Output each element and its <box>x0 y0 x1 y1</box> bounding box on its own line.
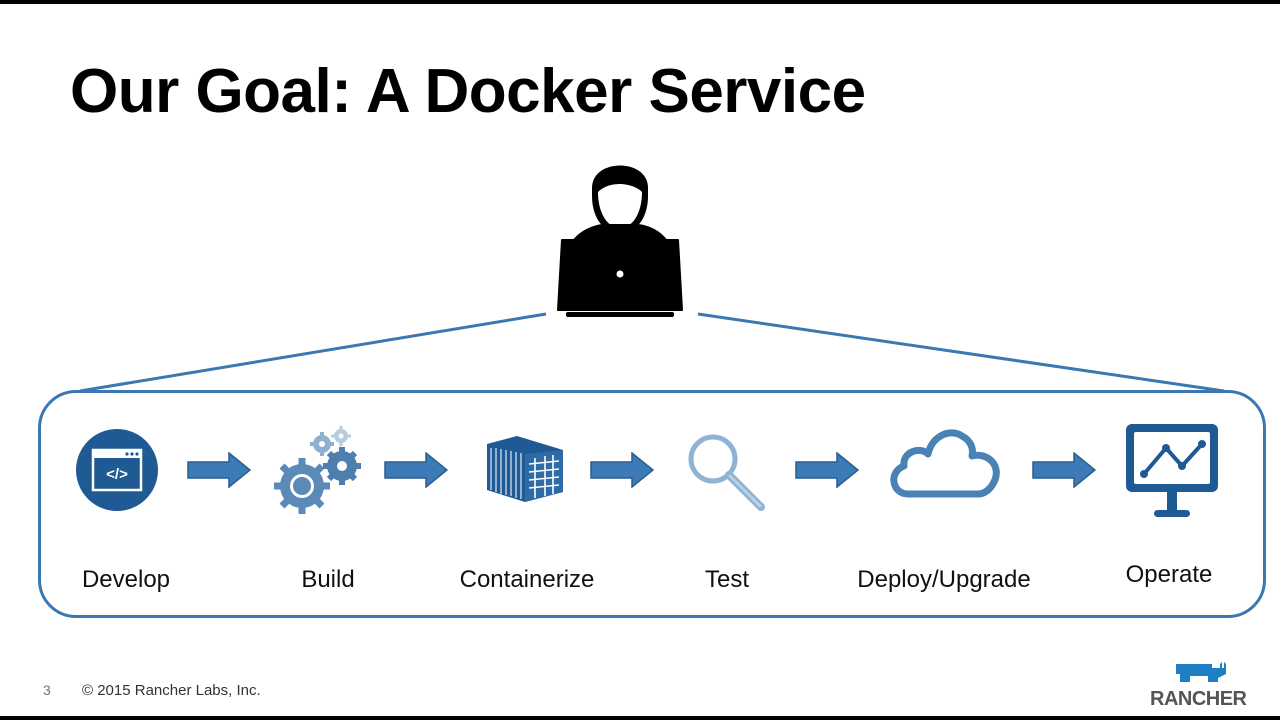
step-label-build: Build <box>301 566 355 593</box>
page-number: 3 <box>43 682 51 698</box>
arrow-right-icon <box>384 452 448 488</box>
connector-left <box>79 312 547 393</box>
step-label-test: Test <box>704 566 750 593</box>
step-label-operate: Operate <box>1125 561 1213 588</box>
copyright-text: © 2015 Rancher Labs, Inc. <box>82 682 261 699</box>
slide-title: Our Goal: A Docker Service <box>70 57 866 126</box>
step-label-deploy-upgrade: Deploy/Upgrade <box>857 566 1031 593</box>
step-label-develop: Develop <box>81 566 171 593</box>
pipeline-container <box>38 390 1266 618</box>
rancher-logo-text: RANCHER <box>1150 688 1247 710</box>
magnifier-icon <box>688 434 765 511</box>
arrow-right-icon <box>590 452 654 488</box>
arrow-right-icon <box>1032 452 1096 488</box>
user-with-laptop-icon <box>557 165 683 317</box>
monitor-chart-icon <box>1126 424 1218 517</box>
arrow-right-icon <box>795 452 859 488</box>
arrow-right-icon <box>187 452 251 488</box>
code-window-icon: </> <box>76 429 158 511</box>
gears-icon <box>274 426 361 514</box>
top-border <box>0 0 1280 4</box>
step-label-containerize: Containerize <box>459 566 595 593</box>
cloud-icon <box>890 429 1000 498</box>
bottom-border <box>0 716 1280 720</box>
connector-right <box>697 312 1225 393</box>
rancher-logo-icon <box>1176 662 1226 682</box>
shipping-container-icon <box>487 436 563 502</box>
svg-text:</>: </> <box>106 466 128 483</box>
